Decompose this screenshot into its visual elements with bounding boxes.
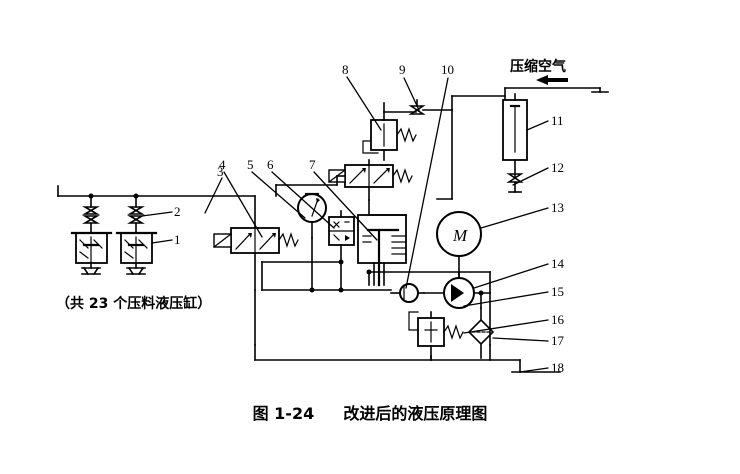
stop-valve-9-symbol [383, 99, 453, 115]
air-supply-piping [504, 75, 609, 101]
callout-label-12: 12 [551, 160, 564, 175]
callout-label-13: 13 [551, 200, 564, 215]
caption-number: 图 1-24 [252, 404, 315, 423]
callout-label-15: 15 [551, 284, 564, 299]
pressure-relief-valve-symbol [408, 311, 464, 361]
callout-label-8: 8 [342, 62, 349, 77]
callout-label-14: 14 [551, 256, 564, 271]
pilot-valve-block-symbol [328, 210, 355, 263]
figure-caption: 图 1-24 改进后的液压原理图 [0, 400, 740, 424]
callout-label-4: 4 [219, 157, 226, 172]
filter-symbol [467, 307, 495, 359]
callout-label-7: 7 [309, 157, 316, 172]
upper-feed-line [383, 95, 506, 113]
callout-label-1: 1 [174, 232, 181, 247]
cylinder-count-note: （共 23 个压料液压缸） [56, 296, 212, 312]
callout-label-11: 11 [551, 113, 564, 128]
pressing-cylinder-group-a [70, 206, 113, 276]
callout-label-18: 18 [551, 360, 564, 375]
motor-letter-label: M [453, 226, 468, 245]
solenoid-directional-valve-symbol [213, 227, 299, 254]
hydraulic-pump-symbol [423, 271, 491, 309]
callout-label-6: 6 [267, 157, 274, 172]
callout-label-2: 2 [174, 204, 181, 219]
main-hydraulic-cylinder-symbol [357, 199, 407, 287]
callout-label-3: 3 [217, 164, 224, 179]
compressed-air-label: 压缩空气 [510, 59, 566, 75]
main-circuit-piping [57, 109, 491, 361]
check-valve-symbol [390, 283, 425, 303]
directional-valve-upper-symbol [328, 159, 413, 201]
callout-label-17: 17 [551, 333, 564, 348]
callout-label-5: 5 [247, 157, 254, 172]
air-cylinder-symbol [502, 93, 528, 179]
reservoir-tank-symbol [254, 359, 561, 373]
callout-leader-lines [141, 76, 549, 373]
pressing-cylinder-group-b [115, 206, 158, 276]
relief-valve-8-symbol [362, 111, 417, 161]
callout-label-10: 10 [441, 62, 454, 77]
callout-label-9: 9 [399, 62, 406, 77]
caption-title: 改进后的液压原理图 [343, 404, 488, 423]
callout-label-16: 16 [551, 312, 564, 327]
